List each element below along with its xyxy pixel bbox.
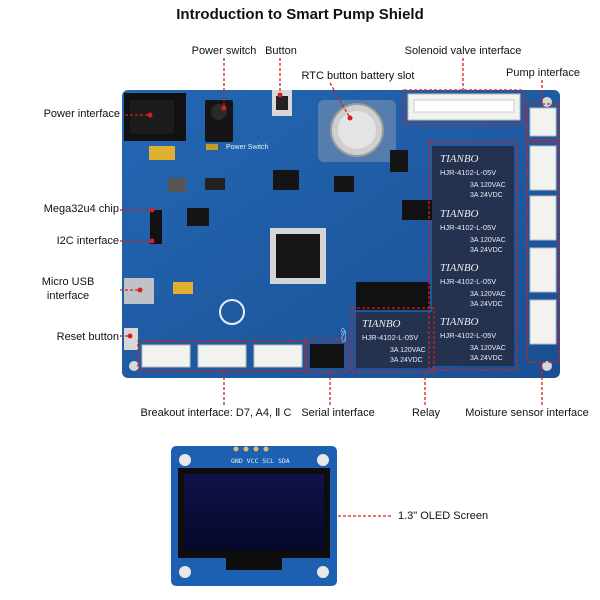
svg-text:TIANBO: TIANBO bbox=[440, 153, 479, 165]
breakout-connector-a4 bbox=[197, 344, 247, 368]
ic-chip bbox=[334, 176, 354, 192]
svg-text:HJR-4102-L-05V: HJR-4102-L-05V bbox=[440, 223, 496, 232]
label-button: Button bbox=[265, 45, 297, 57]
relay-3: TIANBO HJR-4102-L-05V 3A 120VAC 3A 24VDC bbox=[432, 256, 514, 310]
moisture-connector-2 bbox=[529, 195, 557, 241]
svg-text:TIANBO: TIANBO bbox=[362, 318, 401, 330]
callout-lines bbox=[120, 58, 543, 517]
label-breakout-interface: Breakout interface: D7, A4, Ⅱ C bbox=[140, 407, 292, 419]
icsp-header bbox=[310, 344, 344, 368]
power-switch-silk: Power Switch bbox=[226, 144, 269, 151]
inductor bbox=[168, 178, 186, 192]
page-title: Introduction to Smart Pump Shield bbox=[176, 6, 424, 23]
breakout-highlight bbox=[137, 340, 307, 372]
svg-text:3A 120VAC: 3A 120VAC bbox=[470, 182, 506, 189]
mounting-hole bbox=[129, 361, 139, 371]
ic-chip bbox=[273, 170, 299, 190]
label-pump-interface: Pump interface bbox=[506, 67, 580, 79]
label-i2c-interface: I2C interface bbox=[56, 235, 119, 247]
svg-text:3A 24VDC: 3A 24VDC bbox=[470, 192, 503, 199]
svg-text:3A 120VAC: 3A 120VAC bbox=[470, 291, 506, 298]
pump-connector bbox=[529, 107, 557, 137]
highlight-boxes bbox=[137, 89, 560, 373]
pin-header bbox=[356, 282, 430, 310]
oled-pin-labels: GND VCC SCL SDA bbox=[231, 457, 290, 465]
label-moisture-sensor-interface: Moisture sensor interface bbox=[465, 407, 589, 419]
svg-text:3A 120VAC: 3A 120VAC bbox=[390, 347, 426, 354]
svg-text:TIANBO: TIANBO bbox=[440, 208, 479, 220]
breakout-connector-i2c bbox=[253, 344, 303, 368]
tantalum-capacitor bbox=[149, 146, 175, 160]
relay-4: TIANBO HJR-4102-L-05V 3A 120VAC 3A 24VDC bbox=[432, 310, 514, 366]
label-solenoid-valve-interface: Solenoid valve interface bbox=[404, 45, 522, 57]
label-mega32u4-chip: Mega32u4 chip bbox=[43, 203, 119, 215]
mounting-hole bbox=[542, 97, 552, 107]
moisture-connector-3 bbox=[529, 247, 557, 293]
oled-screen bbox=[184, 474, 324, 550]
i2c-header bbox=[150, 210, 162, 244]
svg-text:HJR-4102-L-05V: HJR-4102-L-05V bbox=[362, 333, 418, 342]
svg-text:HJR-4102-L-05V: HJR-4102-L-05V bbox=[440, 331, 496, 340]
label-serial-interface: Serial interface bbox=[301, 407, 375, 419]
relay-5: TIANBO HJR-4102-L-05V 3A 120VAC 3A 24VDC bbox=[356, 312, 432, 368]
rtc-battery-holder bbox=[318, 100, 396, 162]
label-power-interface: Power interface bbox=[43, 108, 120, 120]
svg-text:3A 120VAC: 3A 120VAC bbox=[470, 345, 506, 352]
moisture-connector-4 bbox=[529, 299, 557, 345]
label-micro-usb-line2: interface bbox=[46, 290, 90, 302]
logo-mark bbox=[219, 299, 245, 325]
reset-button bbox=[124, 328, 138, 350]
svg-text:TIANBO: TIANBO bbox=[440, 262, 479, 274]
label-relay: Relay bbox=[411, 407, 441, 419]
svg-text:3A 24VDC: 3A 24VDC bbox=[470, 301, 503, 308]
crystal bbox=[173, 282, 193, 294]
moisture-connector-1 bbox=[529, 145, 557, 191]
solenoid-valve-connector bbox=[407, 93, 521, 121]
ic-chip bbox=[187, 208, 209, 226]
label-reset-button: Reset button bbox=[56, 331, 119, 343]
relay-highlight-right bbox=[428, 141, 518, 371]
icsp-silk: ICSP bbox=[342, 328, 348, 342]
mounting-hole bbox=[542, 361, 552, 371]
ic-chip bbox=[390, 150, 408, 172]
oled-module: GND VCC SCL SDA bbox=[171, 446, 337, 586]
label-oled-screen: 1.3" OLED Screen bbox=[398, 510, 489, 522]
label-micro-usb-line1: Micro USB bbox=[41, 276, 95, 288]
label-rtc-battery-slot: RTC button battery slot bbox=[301, 70, 415, 82]
relay-2: TIANBO HJR-4102-L-05V 3A 120VAC 3A 24VDC bbox=[432, 202, 514, 256]
relay-1: TIANBO HJR-4102-L-05V 3A 120VAC 3A 24VDC bbox=[432, 146, 514, 202]
svg-text:3A 24VDC: 3A 24VDC bbox=[470, 355, 503, 362]
svg-text:3A 24VDC: 3A 24VDC bbox=[470, 247, 503, 254]
breakout-connector-d7 bbox=[141, 344, 191, 368]
svg-text:3A 120VAC: 3A 120VAC bbox=[470, 237, 506, 244]
pin-header bbox=[402, 200, 432, 220]
svg-text:HJR-4102-L-05V: HJR-4102-L-05V bbox=[440, 277, 496, 286]
svg-text:TIANBO: TIANBO bbox=[440, 316, 479, 328]
svg-text:HJR-4102-L-05V: HJR-4102-L-05V bbox=[440, 168, 496, 177]
pump-shield-board: Power Switch bbox=[122, 90, 560, 378]
label-power-switch: Power switch bbox=[191, 45, 257, 57]
mega32u4-chip bbox=[270, 228, 326, 284]
moisture-highlight bbox=[526, 141, 560, 363]
pump-highlight bbox=[526, 103, 560, 141]
svg-text:3A 24VDC: 3A 24VDC bbox=[390, 357, 423, 364]
solenoid-highlight bbox=[403, 89, 525, 125]
relay-highlight-left bbox=[351, 307, 435, 373]
